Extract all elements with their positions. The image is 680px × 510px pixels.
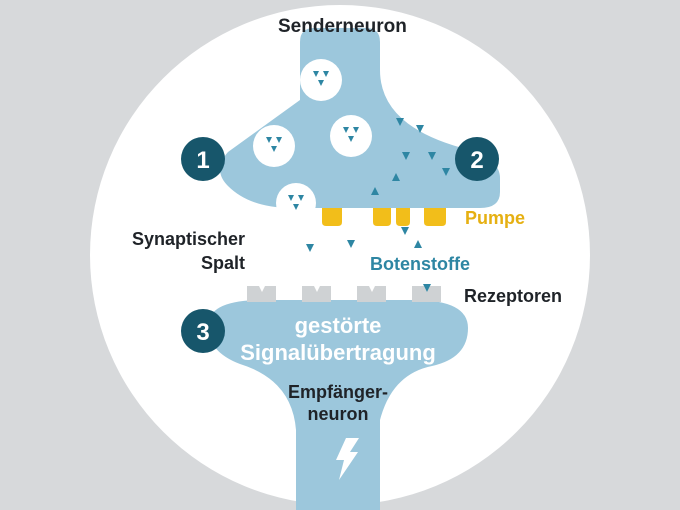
vesicle — [300, 59, 342, 101]
receiver-neuron-line1: Empfänger- — [287, 382, 388, 402]
receptor — [412, 286, 441, 302]
receptor — [247, 286, 276, 302]
cleft-label-line1: Synaptischer — [131, 229, 245, 249]
messenger-molecule — [402, 152, 410, 160]
badge-number: 3 — [196, 319, 209, 346]
messenger-molecule — [423, 284, 431, 292]
pump — [424, 208, 446, 226]
messenger-label: Botenstoffe — [370, 254, 470, 274]
badge-2: 2 — [455, 137, 499, 181]
receptor-label: Rezeptoren — [464, 286, 563, 306]
messenger-molecule — [306, 244, 314, 252]
messenger-molecule — [416, 125, 424, 133]
messenger-molecule — [396, 118, 404, 126]
cleft-label-line2: Spalt — [200, 253, 245, 273]
vesicle — [276, 183, 316, 223]
pumps — [322, 208, 446, 226]
messenger-molecule — [392, 173, 400, 181]
receiver-neuron-shape — [208, 300, 468, 510]
pump — [373, 208, 391, 226]
badge-number: 1 — [196, 147, 209, 174]
disturbed-signal-line1: gestörte — [294, 313, 382, 338]
receiver-neuron-line2: neuron — [307, 404, 369, 424]
background-circle — [90, 5, 590, 505]
disturbed-signal-line2: Signalübertragung — [240, 340, 436, 365]
pump-label: Pumpe — [465, 208, 526, 228]
badge-1: 1 — [181, 137, 225, 181]
lightning-icon — [336, 438, 359, 480]
badge-3: 3 — [181, 309, 225, 353]
receptor — [302, 286, 331, 302]
messenger-molecule — [371, 187, 379, 195]
pump — [322, 208, 342, 226]
vesicles — [253, 59, 372, 223]
receptors — [247, 286, 441, 302]
vesicle — [330, 115, 372, 157]
receptor — [357, 286, 386, 302]
messenger-molecule — [442, 168, 450, 176]
sender-neuron-label: Senderneuron — [278, 16, 407, 37]
badge-number: 2 — [470, 147, 483, 174]
messenger-molecules — [306, 118, 450, 292]
messenger-molecule — [347, 240, 355, 248]
pump — [396, 208, 410, 226]
vesicle — [253, 125, 295, 167]
messenger-molecule — [414, 240, 422, 248]
messenger-molecule — [428, 152, 436, 160]
messenger-molecule — [401, 227, 409, 235]
